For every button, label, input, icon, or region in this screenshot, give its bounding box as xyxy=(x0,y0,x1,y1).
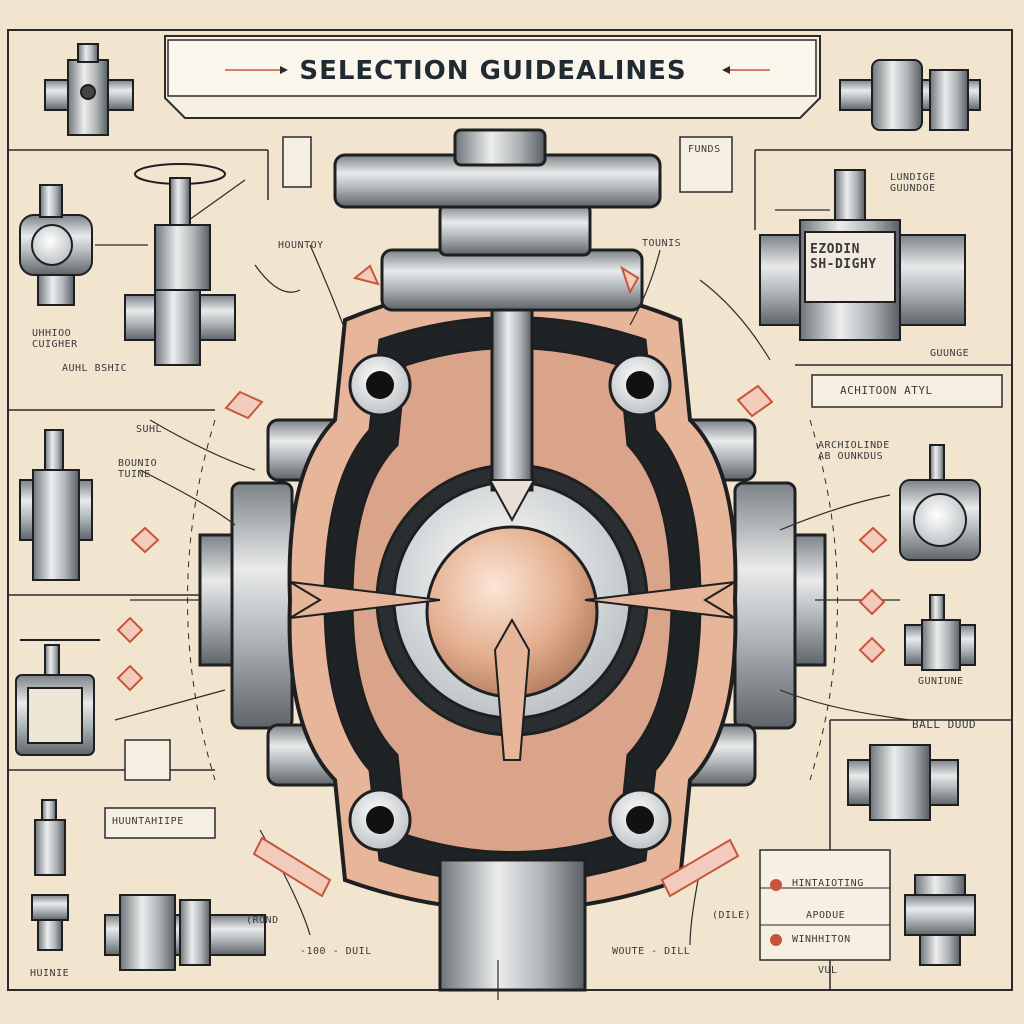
component-nameplate-valve-right xyxy=(759,169,966,341)
component-small-valve-bottom-right xyxy=(904,874,976,966)
component-control-valve-left xyxy=(19,429,93,581)
label-left-caption: AUHL BSHIC xyxy=(62,363,128,374)
label-bottom-right-1: WOUTE - DILL xyxy=(612,946,691,957)
central-ball-valve xyxy=(198,128,827,992)
title-banner-shape xyxy=(164,35,821,119)
component-check-valve-right xyxy=(904,594,976,671)
valve-stem xyxy=(490,298,534,492)
label-right-valve: GUNIUNE xyxy=(918,676,964,687)
label-right-mid: ARCHIOLINDE AB OUNKDUS xyxy=(818,440,890,462)
label-ball: BALL DUUD xyxy=(912,718,977,731)
label-action-box: ACHITOON ATYL xyxy=(840,384,933,397)
legend-item-2: APODUE xyxy=(806,910,846,921)
component-union-bottom-left xyxy=(104,894,266,971)
label-upper-left: HOUNTOY xyxy=(278,240,324,251)
component-gate-valve-left xyxy=(124,163,236,366)
label-left-badge: UHHIOO CUIGHER xyxy=(32,328,78,350)
label-upper-right: TOUNIS xyxy=(642,238,682,249)
label-bottom-box: HUUNTAHIIPE xyxy=(112,816,184,827)
title-banner: SELECTION GUIDEALINES xyxy=(168,38,818,104)
component-actuator-top-right xyxy=(839,59,981,131)
legend-item-1: HINTAIOTING xyxy=(792,878,864,889)
label-bottom-right-2: (DILE) xyxy=(712,910,752,921)
legend-item-3: WINHHITON xyxy=(792,934,851,945)
page-title: SELECTION GUIDEALINES xyxy=(299,56,687,86)
label-corner-bottom-left: HUINIE xyxy=(30,968,70,979)
label-bottom-left-1: (ROND xyxy=(246,915,279,926)
label-right-plate: EZODIN SH-DIGHY xyxy=(810,242,877,272)
label-right-title: LUNDIGE GUUNDOE xyxy=(890,172,936,194)
component-flanged-valve-right xyxy=(899,444,981,561)
component-inline-valve-right xyxy=(847,744,959,821)
label-side-left-2: BOUNIO TUINE xyxy=(118,458,158,480)
component-tee-fitting-top-left xyxy=(44,43,134,136)
component-strainer-left xyxy=(19,184,93,306)
label-right-foot: GUUNGE xyxy=(930,348,970,359)
label-bottom-left-2: -100 - DUIL xyxy=(300,946,372,957)
bottom-outlet xyxy=(438,858,587,992)
label-top-sign: FUNDS xyxy=(688,144,721,155)
label-corner-bottom-right: VUL xyxy=(818,965,838,976)
right-flange xyxy=(733,481,797,730)
component-needle-valve-left xyxy=(31,799,69,951)
component-bypass-valve-left xyxy=(15,639,100,756)
label-side-left-1: SUHL xyxy=(136,424,163,435)
left-flange xyxy=(230,481,294,730)
